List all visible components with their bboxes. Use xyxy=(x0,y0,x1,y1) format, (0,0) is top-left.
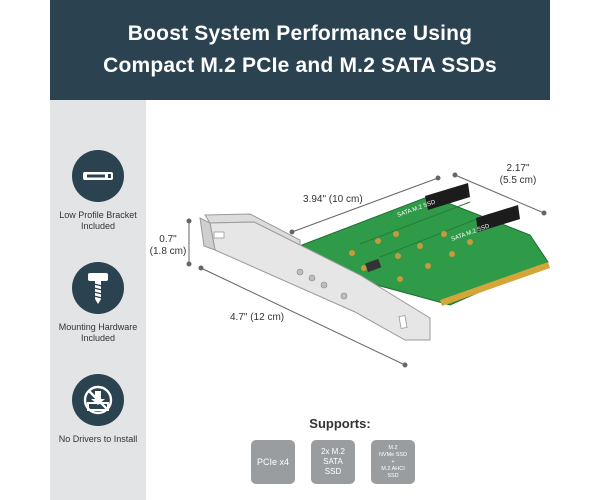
feature-mounting-hardware: Mounting Hardware Included xyxy=(50,262,146,344)
dimension-height-label: 0.7" (1.8 cm) xyxy=(148,234,188,258)
badge-line: SATA xyxy=(323,457,343,466)
no-drivers-icon xyxy=(72,374,124,426)
feature-no-drivers: No Drivers to Install xyxy=(50,374,146,445)
page-title-line-2: Compact M.2 PCIe and M.2 SATA SSDs xyxy=(103,54,497,77)
badge-line: M.2 AHCI xyxy=(381,465,405,472)
bracket-icon xyxy=(72,150,124,202)
pcie-bracket xyxy=(199,213,431,341)
support-badge-nvme-ahci: M.2 NVMe SSD + M.2 AHCI SSD xyxy=(371,440,415,484)
support-badge-pcie: PCIe x4 xyxy=(251,440,295,484)
badge-line: PCIe x4 xyxy=(256,457,289,467)
dimension-depth-inches: 2.17" xyxy=(506,163,530,174)
dimension-depth-label: 2.17" (5.5 cm) xyxy=(488,163,548,187)
feature-label-line-1: No Drivers to Install xyxy=(58,434,138,444)
badge-line: M.2 xyxy=(388,444,398,451)
feature-label-line-1: Low Profile Bracket xyxy=(59,210,137,220)
header-banner: Boost System Performance Using Compact M… xyxy=(50,0,550,100)
badge-line: SSD xyxy=(387,472,399,479)
badge-line: NVMe SSD xyxy=(378,451,408,458)
badge-line: 2x M.2 xyxy=(320,447,345,456)
dimension-width-label: 3.94" (10 cm) xyxy=(303,194,363,205)
badge-line: + xyxy=(391,458,395,465)
badge-line: SSD xyxy=(324,467,342,476)
feature-label-line-2: Included xyxy=(80,221,116,231)
dimension-length-label: 4.7" (12 cm) xyxy=(230,312,285,323)
feature-label-line-2: Included xyxy=(80,333,116,343)
support-badge-sata: 2x M.2 SATA SSD xyxy=(311,440,355,484)
page-title-line-1: Boost System Performance Using xyxy=(127,22,473,45)
dimension-height-cm: (1.8 cm) xyxy=(149,246,187,257)
screw-icon xyxy=(72,262,124,314)
feature-sidebar: Low Profile Bracket Included Mounting Ha… xyxy=(50,100,146,500)
dimension-height-inches: 0.7" xyxy=(159,234,177,245)
feature-label-line-1: Mounting Hardware xyxy=(58,322,138,332)
dimension-depth-cm: (5.5 cm) xyxy=(499,175,537,186)
feature-low-profile-bracket: Low Profile Bracket Included xyxy=(50,150,146,232)
supports-title: Supports: xyxy=(309,416,371,431)
